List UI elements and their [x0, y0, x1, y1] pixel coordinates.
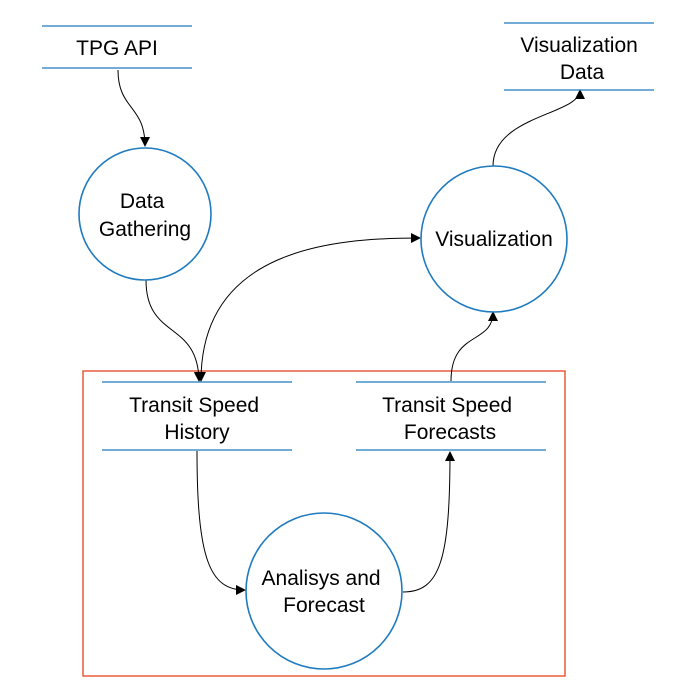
process-label-line: Gathering [99, 218, 191, 241]
store-label: Visualization Data [520, 34, 643, 84]
store-label-line: Transit Speed [129, 394, 259, 417]
process-label-line: Analisys and [262, 567, 381, 590]
flow-visualization-to-visualization-data [492, 89, 585, 167]
process-analysis-and-forecast: Analisys and Forecast [245, 512, 403, 670]
process-label-line: Visualization [435, 228, 553, 251]
data-store-transit-speed-forecasts: Transit Speed Forecasts [356, 381, 546, 451]
data-store-transit-speed-history: Transit Speed History [102, 381, 292, 451]
store-label: Transit Speed Forecasts [382, 394, 518, 444]
store-label-line: TPG API [76, 37, 158, 60]
flow-tpg-api-to-data-gathering [117, 69, 150, 147]
process-data-gathering: Data Gathering [78, 147, 212, 281]
process-label-line: Data [120, 190, 165, 213]
process-circle [78, 147, 212, 281]
process-circle [420, 165, 568, 313]
store-label-line: History [164, 421, 230, 444]
flow-forecasts-to-visualization [450, 311, 498, 382]
flow-analysis-to-forecasts [402, 451, 455, 593]
store-label-line: Visualization [520, 34, 638, 57]
store-label: Transit Speed History [129, 394, 265, 444]
process-label: Analisys and Forecast [262, 567, 387, 617]
process-visualization: Visualization [420, 165, 568, 313]
process-label: Visualization [435, 228, 553, 251]
store-label: TPG API [76, 37, 158, 60]
store-label-line: Transit Speed [382, 394, 512, 417]
process-label: Data Gathering [99, 190, 191, 241]
data-store-tpg-api: TPG API [42, 25, 192, 69]
flow-history-visualization-bidirectional [196, 233, 421, 382]
store-label-line: Forecasts [404, 421, 496, 444]
data-store-visualization-data: Visualization Data [504, 22, 654, 91]
process-circle [245, 512, 403, 670]
flow-data-gathering-to-history [145, 279, 204, 382]
flow-history-to-analysis [196, 450, 246, 595]
store-label-line: Data [560, 61, 605, 84]
process-label-line: Forecast [283, 594, 365, 617]
